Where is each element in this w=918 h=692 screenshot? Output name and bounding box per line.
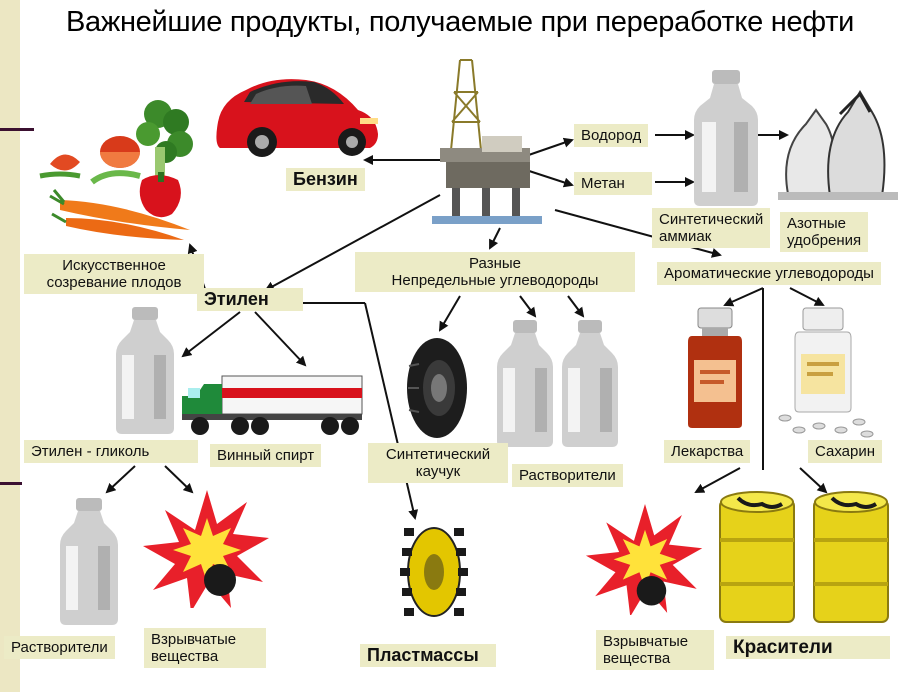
label-krasiteli: Красители [726,636,890,659]
label-aromat: Ароматические углеводороды [657,262,881,285]
label-plastmassy: Пластмассы [360,644,496,667]
label-iskusstv-line1: Искусственное [62,257,166,274]
left-decor-line-2 [0,482,22,485]
label-vzryv-right-line1: Взрывчатые [603,633,689,650]
bottle-illustration-solvent-2 [562,320,618,447]
label-raznye-line2: Непредельные углеводороды [391,272,599,289]
explosion-illustration-left [143,490,269,608]
label-raznye: Разные Непредельные углеводороды [355,252,635,292]
left-decor-strip [0,0,20,692]
label-iskusstv-line2: созревание плодов [46,274,182,291]
explosion-illustration-right [585,503,703,615]
label-ammiak: Синтетический аммиак [652,208,771,248]
vegetables-illustration [39,100,193,240]
bottle-illustration-ethylene [116,307,174,434]
label-azot-line1: Азотные [787,215,847,232]
label-lekarstva: Лекарства [664,440,751,463]
paint-drum-illustration-2 [813,491,889,623]
gear-illustration [400,527,468,617]
label-vzryv-right-line2: вещества [603,650,671,667]
label-azot-line2: удобрения [787,232,862,249]
label-vzryv-left: Взрывчатые вещества [144,628,266,668]
label-ammiak-line1: Синтетический [659,211,764,228]
truck-illustration [182,375,363,435]
label-rastvor-mid: Растворители [512,464,623,487]
label-vzryv-left-line2: вещества [151,648,219,665]
label-iskusstv: Искусственное созревание плодов [24,254,204,294]
saccharin-jar-illustration [778,307,874,438]
paint-drum-illustration-1 [719,491,795,623]
medicine-jar-illustration [688,307,742,428]
label-spirt: Винный спирт [210,444,322,467]
page-title: Важнейшие продукты, получаемые при перер… [66,6,855,38]
label-kauchuk-line1: Синтетический [385,446,491,463]
label-kauchuk-line2: каучук [415,463,461,480]
label-benzin: Бензин [286,168,365,191]
label-etilen: Этилен [197,288,303,311]
bottle-illustration-solvent-3 [60,498,118,625]
label-azot: Азотные удобрения [780,212,869,252]
label-vzryv-left-line1: Взрывчатые [151,631,237,648]
label-raznye-line1: Разные [469,255,521,272]
oil-platform-illustration [432,59,542,224]
fertilizer-sacks-illustration [778,90,898,200]
label-metan: Метан [574,172,652,195]
left-decor-line [0,128,34,131]
bottle-illustration-ammonia [694,70,758,206]
car-illustration [216,79,378,157]
label-saharin: Сахарин [808,440,883,463]
tire-illustration [407,338,467,438]
label-rastvor-left: Растворители [4,636,115,659]
bottle-illustration-solvent-1 [497,320,553,447]
label-kauchuk: Синтетический каучук [368,443,508,483]
label-vodorod: Водород [574,124,649,147]
label-vzryv-right: Взрывчатые вещества [596,630,714,670]
label-glikol: Этилен - гликоль [24,440,198,463]
label-ammiak-line2: аммиак [659,228,712,245]
